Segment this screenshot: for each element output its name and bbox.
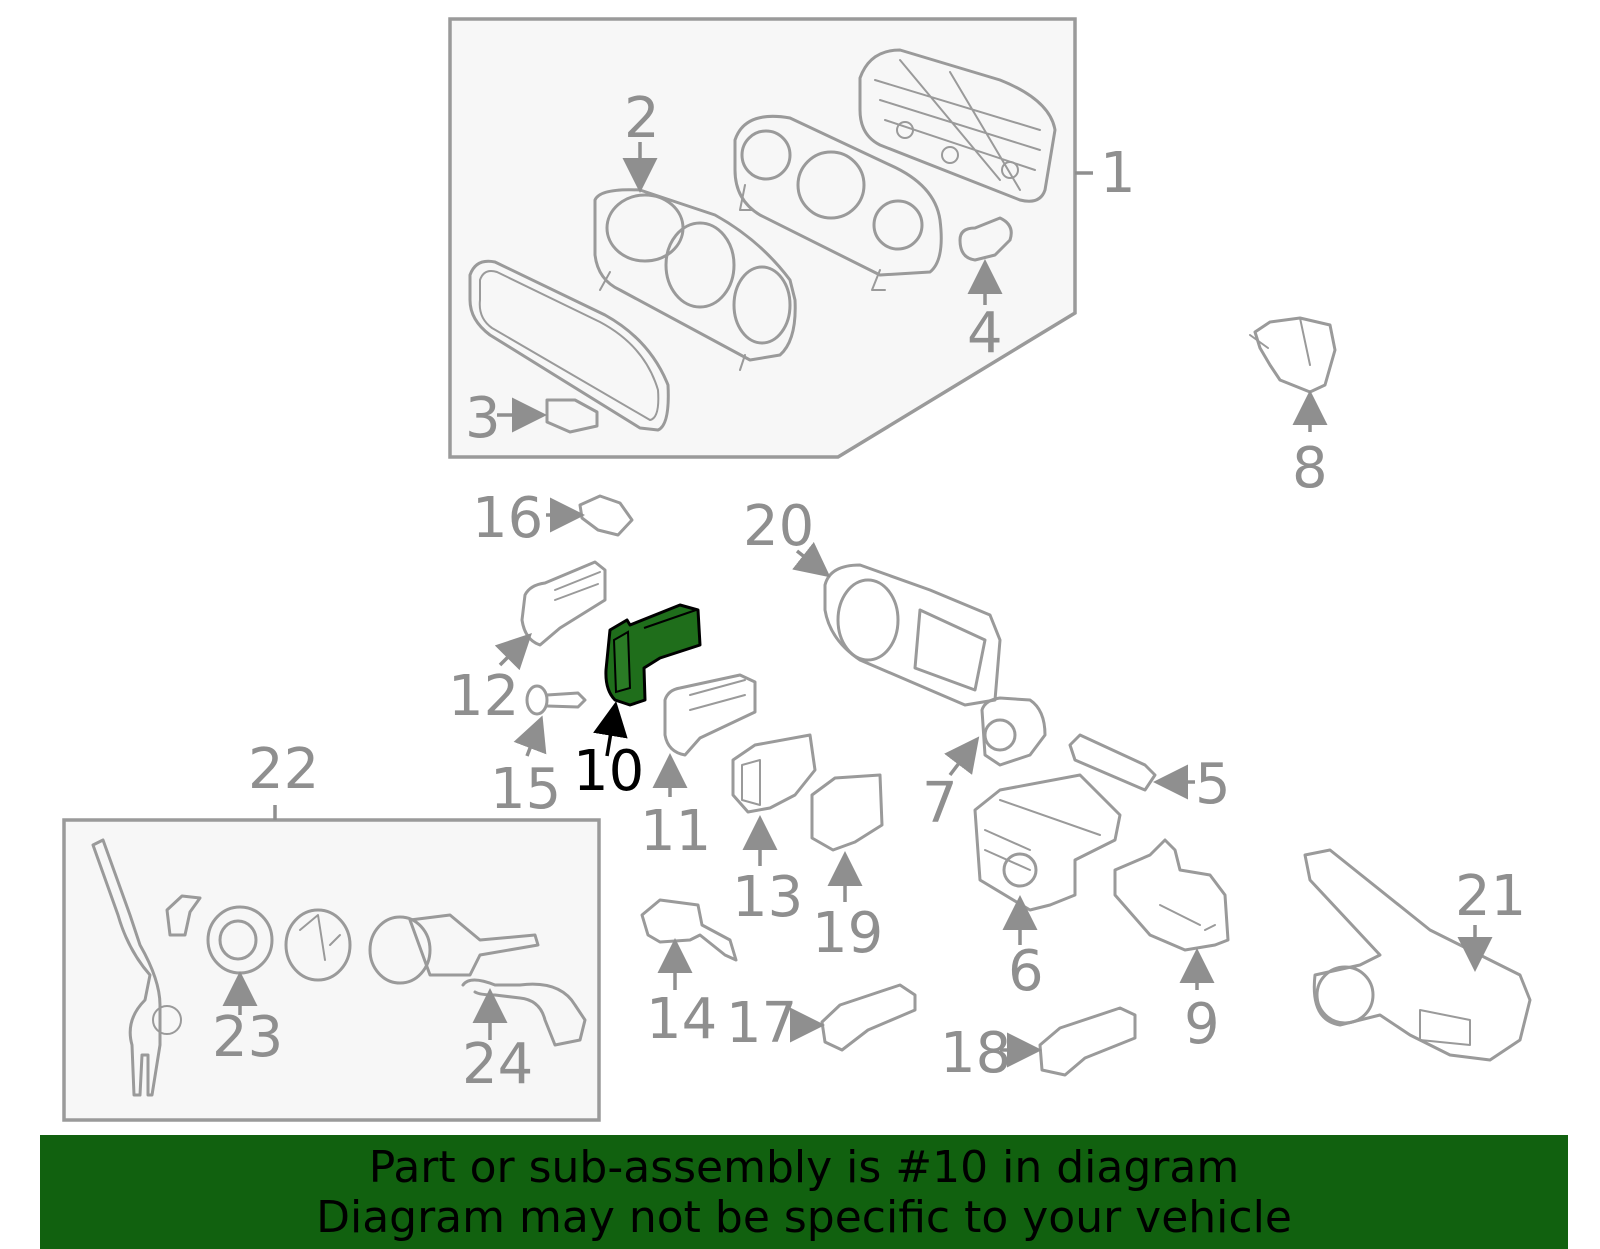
footer-line-1: Part or sub-assembly is #10 in diagram	[368, 1142, 1240, 1193]
part-20-panel	[792, 541, 1002, 707]
callout-4: 4	[967, 301, 1003, 366]
callout-18: 18	[940, 1021, 1011, 1086]
part-8-sensor	[1249, 316, 1337, 432]
footer-line-2: Diagram may not be specific to your vehi…	[316, 1192, 1292, 1243]
callout-6: 6	[1008, 939, 1044, 1004]
callout-3: 3	[465, 386, 501, 451]
callout-19: 19	[812, 901, 883, 966]
footer-banner: Part or sub-assembly is #10 in diagram D…	[40, 1135, 1568, 1249]
callout-2: 2	[624, 86, 660, 151]
callout-10-highlighted: 10	[573, 739, 644, 804]
part-9-module	[1113, 838, 1230, 990]
ignition-group-box	[62, 805, 601, 1122]
part-18-switch	[1000, 1006, 1137, 1077]
part-11-switch	[652, 673, 757, 797]
callout-20: 20	[743, 494, 814, 559]
part-3-cluster-lens	[468, 259, 670, 434]
part-17-switch	[790, 983, 917, 1052]
callout-9: 9	[1184, 992, 1220, 1057]
callout-22: 22	[248, 737, 319, 802]
part-gauge-assembly	[733, 114, 943, 291]
callout-11: 11	[640, 799, 711, 864]
part-19-switch	[810, 773, 884, 902]
callout-23: 23	[212, 1005, 283, 1070]
part-6-control-unit	[973, 773, 1122, 945]
callout-21: 21	[1455, 864, 1526, 929]
callout-5: 5	[1195, 752, 1231, 817]
part-cluster-housing	[858, 48, 1057, 203]
callout-24: 24	[462, 1032, 533, 1097]
cluster-group-box	[448, 17, 1093, 459]
part-12-switch	[494, 560, 607, 671]
part-7-knob	[944, 696, 1047, 777]
callout-1: 1	[1100, 141, 1136, 206]
part-13-switch	[731, 733, 817, 866]
callout-16: 16	[472, 486, 543, 551]
part-15-screw	[513, 684, 587, 757]
part-5-trim	[1068, 733, 1195, 800]
part-4-bulb	[958, 216, 1013, 305]
part-16-clip	[546, 494, 634, 537]
callout-17: 17	[726, 991, 797, 1056]
part-21-column-switch	[1303, 848, 1532, 1062]
callout-14: 14	[646, 987, 717, 1052]
part-10-switch-highlighted	[593, 603, 702, 757]
callout-8: 8	[1292, 436, 1328, 501]
callout-13: 13	[732, 865, 803, 930]
callout-15: 15	[490, 757, 561, 822]
callout-7: 7	[922, 771, 958, 836]
part-14-bracket	[640, 898, 738, 990]
callout-12: 12	[448, 664, 519, 729]
